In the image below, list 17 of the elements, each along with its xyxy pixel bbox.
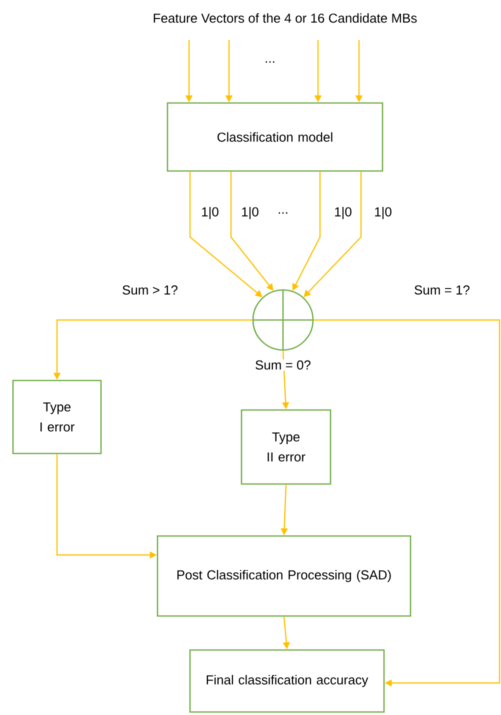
process-box: Final classification accuracy: [189, 649, 385, 713]
summing-junction: [252, 288, 314, 352]
edge-label: 1|0: [200, 206, 220, 220]
ellipsis: ...: [278, 212, 288, 214]
edge-label: Sum = 0?: [254, 359, 312, 371]
ellipsis: ...: [266, 61, 274, 63]
edge-label: Sum = 1?: [413, 284, 471, 296]
input-label: Feature Vectors of the 4 or 16 Candidate MBs: [154, 13, 417, 23]
process-box: Type II error: [240, 409, 332, 485]
arrow: [314, 319, 500, 687]
process-box: Post Classification Processing (SAD): [156, 535, 412, 617]
edge-label: 1|0: [240, 206, 260, 220]
edge-label: 1|0: [333, 206, 353, 220]
process-box: Classification model: [166, 102, 384, 172]
edge-label: 1|0: [373, 206, 393, 220]
edge-label: Sum > 1?: [121, 284, 179, 296]
process-box: Type I error: [12, 380, 102, 454]
